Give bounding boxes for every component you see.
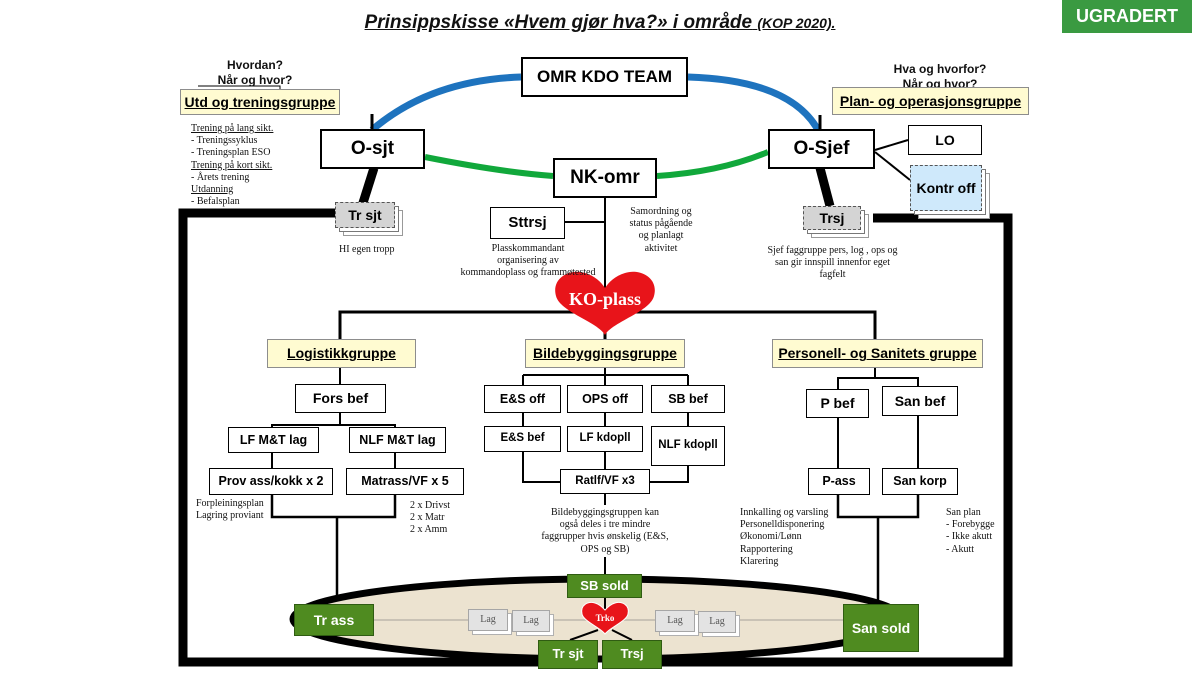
ratlf-box: Ratlf/VF x3 (560, 469, 650, 494)
utd-treningsgruppe-box: Utd og treningsgruppe (180, 89, 340, 115)
ko-plass-heart (555, 271, 655, 335)
pers-merge (836, 494, 920, 604)
log-merge (270, 494, 397, 600)
innkalling-note: Innkalling og varsling Personelldisponer… (740, 507, 829, 567)
forpleining-note: Forpleiningsplan Lagring proviant (196, 498, 264, 522)
lf-kdopll-box: LF kdopll (567, 426, 643, 452)
personell-sanitetsgruppe-box: Personell- og Sanitets gruppe (772, 339, 983, 368)
frame-right (660, 213, 1013, 667)
link-osjef-kontr (874, 151, 911, 181)
bildebygging-note: Bildebyggingsgruppen kan også deles i tr… (541, 507, 669, 555)
blue-arc-left (369, 73, 522, 133)
ko-plass-label: KO-plass (568, 289, 642, 309)
sjef-faggruppe-note: Sjef faggruppe pers, log , ops og san gi… (767, 245, 898, 281)
lag-box-3: Lag (655, 610, 695, 632)
lag-box-4: Lag (698, 611, 736, 633)
ops-off-box: OPS off (567, 385, 643, 413)
trko-label: Trko (595, 613, 615, 623)
nk-omr-box: NK-omr (553, 158, 657, 198)
fors-tree (271, 413, 396, 428)
training-note: Trening på lang sikt. - Treningssyklus -… (191, 123, 274, 208)
blue-arc-right (687, 73, 822, 132)
heart-to-bottom (569, 629, 633, 641)
frame-left (178, 208, 540, 667)
hi-tropp-note: HI egen tropp (339, 244, 395, 255)
link-osjt-trsjt (357, 166, 379, 208)
o-sjef-box: O-Sjef (768, 129, 875, 169)
lf-mt-lag-box: LF M&T lag (228, 427, 319, 453)
lag-box-2: Lag (512, 610, 550, 632)
pers-tree (837, 368, 919, 389)
nlf-kdopll-box: NLF kdopll (651, 426, 725, 466)
matrass-box: Matrass/VF x 5 (346, 468, 464, 495)
green-arc-right (656, 149, 770, 179)
san-sold-box: San sold (843, 604, 919, 652)
link-osjef-lo (874, 139, 909, 151)
sb-sold-box: SB sold (567, 574, 642, 598)
nlf-mt-lag-box: NLF M&T lag (349, 427, 446, 453)
bildebyggingsgruppe-box: Bildebyggingsgruppe (525, 339, 685, 368)
lo-box: LO (908, 125, 982, 155)
left-question-header: Hvordan?Når og hvor? (217, 58, 293, 87)
san-korp-box: San korp (882, 468, 958, 495)
bilde-tree (522, 368, 689, 385)
san-plan-note: San plan - Forebygge - Ikke akutt - Akut… (946, 507, 995, 555)
green-arc-left (424, 154, 554, 179)
san-bef-box: San bef (882, 386, 958, 416)
trsj-bottom-box: Trsj (602, 640, 662, 669)
samordning-note: Samordning og status pågående og planlag… (629, 206, 693, 254)
tr-sjt-bottom-box: Tr sjt (538, 640, 598, 669)
fors-bef-box: Fors bef (295, 384, 386, 413)
tr-ass-box: Tr ass (294, 604, 374, 636)
prov-ass-box: Prov ass/kokk x 2 (209, 468, 333, 495)
plan-operasjonsgruppe-box: Plan- og operasjonsgruppe (832, 87, 1029, 115)
sttrsj-box: Sttrsj (490, 207, 565, 239)
plasskommandant-note: Plasskommandant organisering av kommando… (460, 243, 596, 279)
trsj-box: Trsj (803, 206, 861, 230)
drivst-note: 2 x Drivst 2 x Matr 2 x Amm (410, 500, 450, 536)
classification-badge: UGRADERT (1062, 0, 1192, 33)
lag-box-1: Lag (468, 609, 508, 631)
link-osjef-trsj (815, 166, 835, 208)
p-bef-box: P bef (806, 389, 869, 418)
trko-heart (581, 602, 629, 635)
kontr-off-box: Kontr off (910, 165, 982, 211)
logistikkgruppe-box: Logistikkgruppe (267, 339, 416, 368)
page-title: Prinsippskisse «Hvem gjør hva?» i område… (364, 12, 836, 33)
p-ass-box: P-ass (808, 468, 870, 495)
omr-kdo-team-box: OMR KDO TEAM (521, 57, 688, 97)
o-sjt-box: O-sjt (320, 129, 425, 169)
es-off-box: E&S off (484, 385, 561, 413)
bilde-merge (522, 452, 689, 483)
es-bef-box: E&S bef (484, 426, 561, 452)
tr-sjt-box: Tr sjt (335, 202, 395, 228)
sb-bef-box: SB bef (651, 385, 725, 413)
